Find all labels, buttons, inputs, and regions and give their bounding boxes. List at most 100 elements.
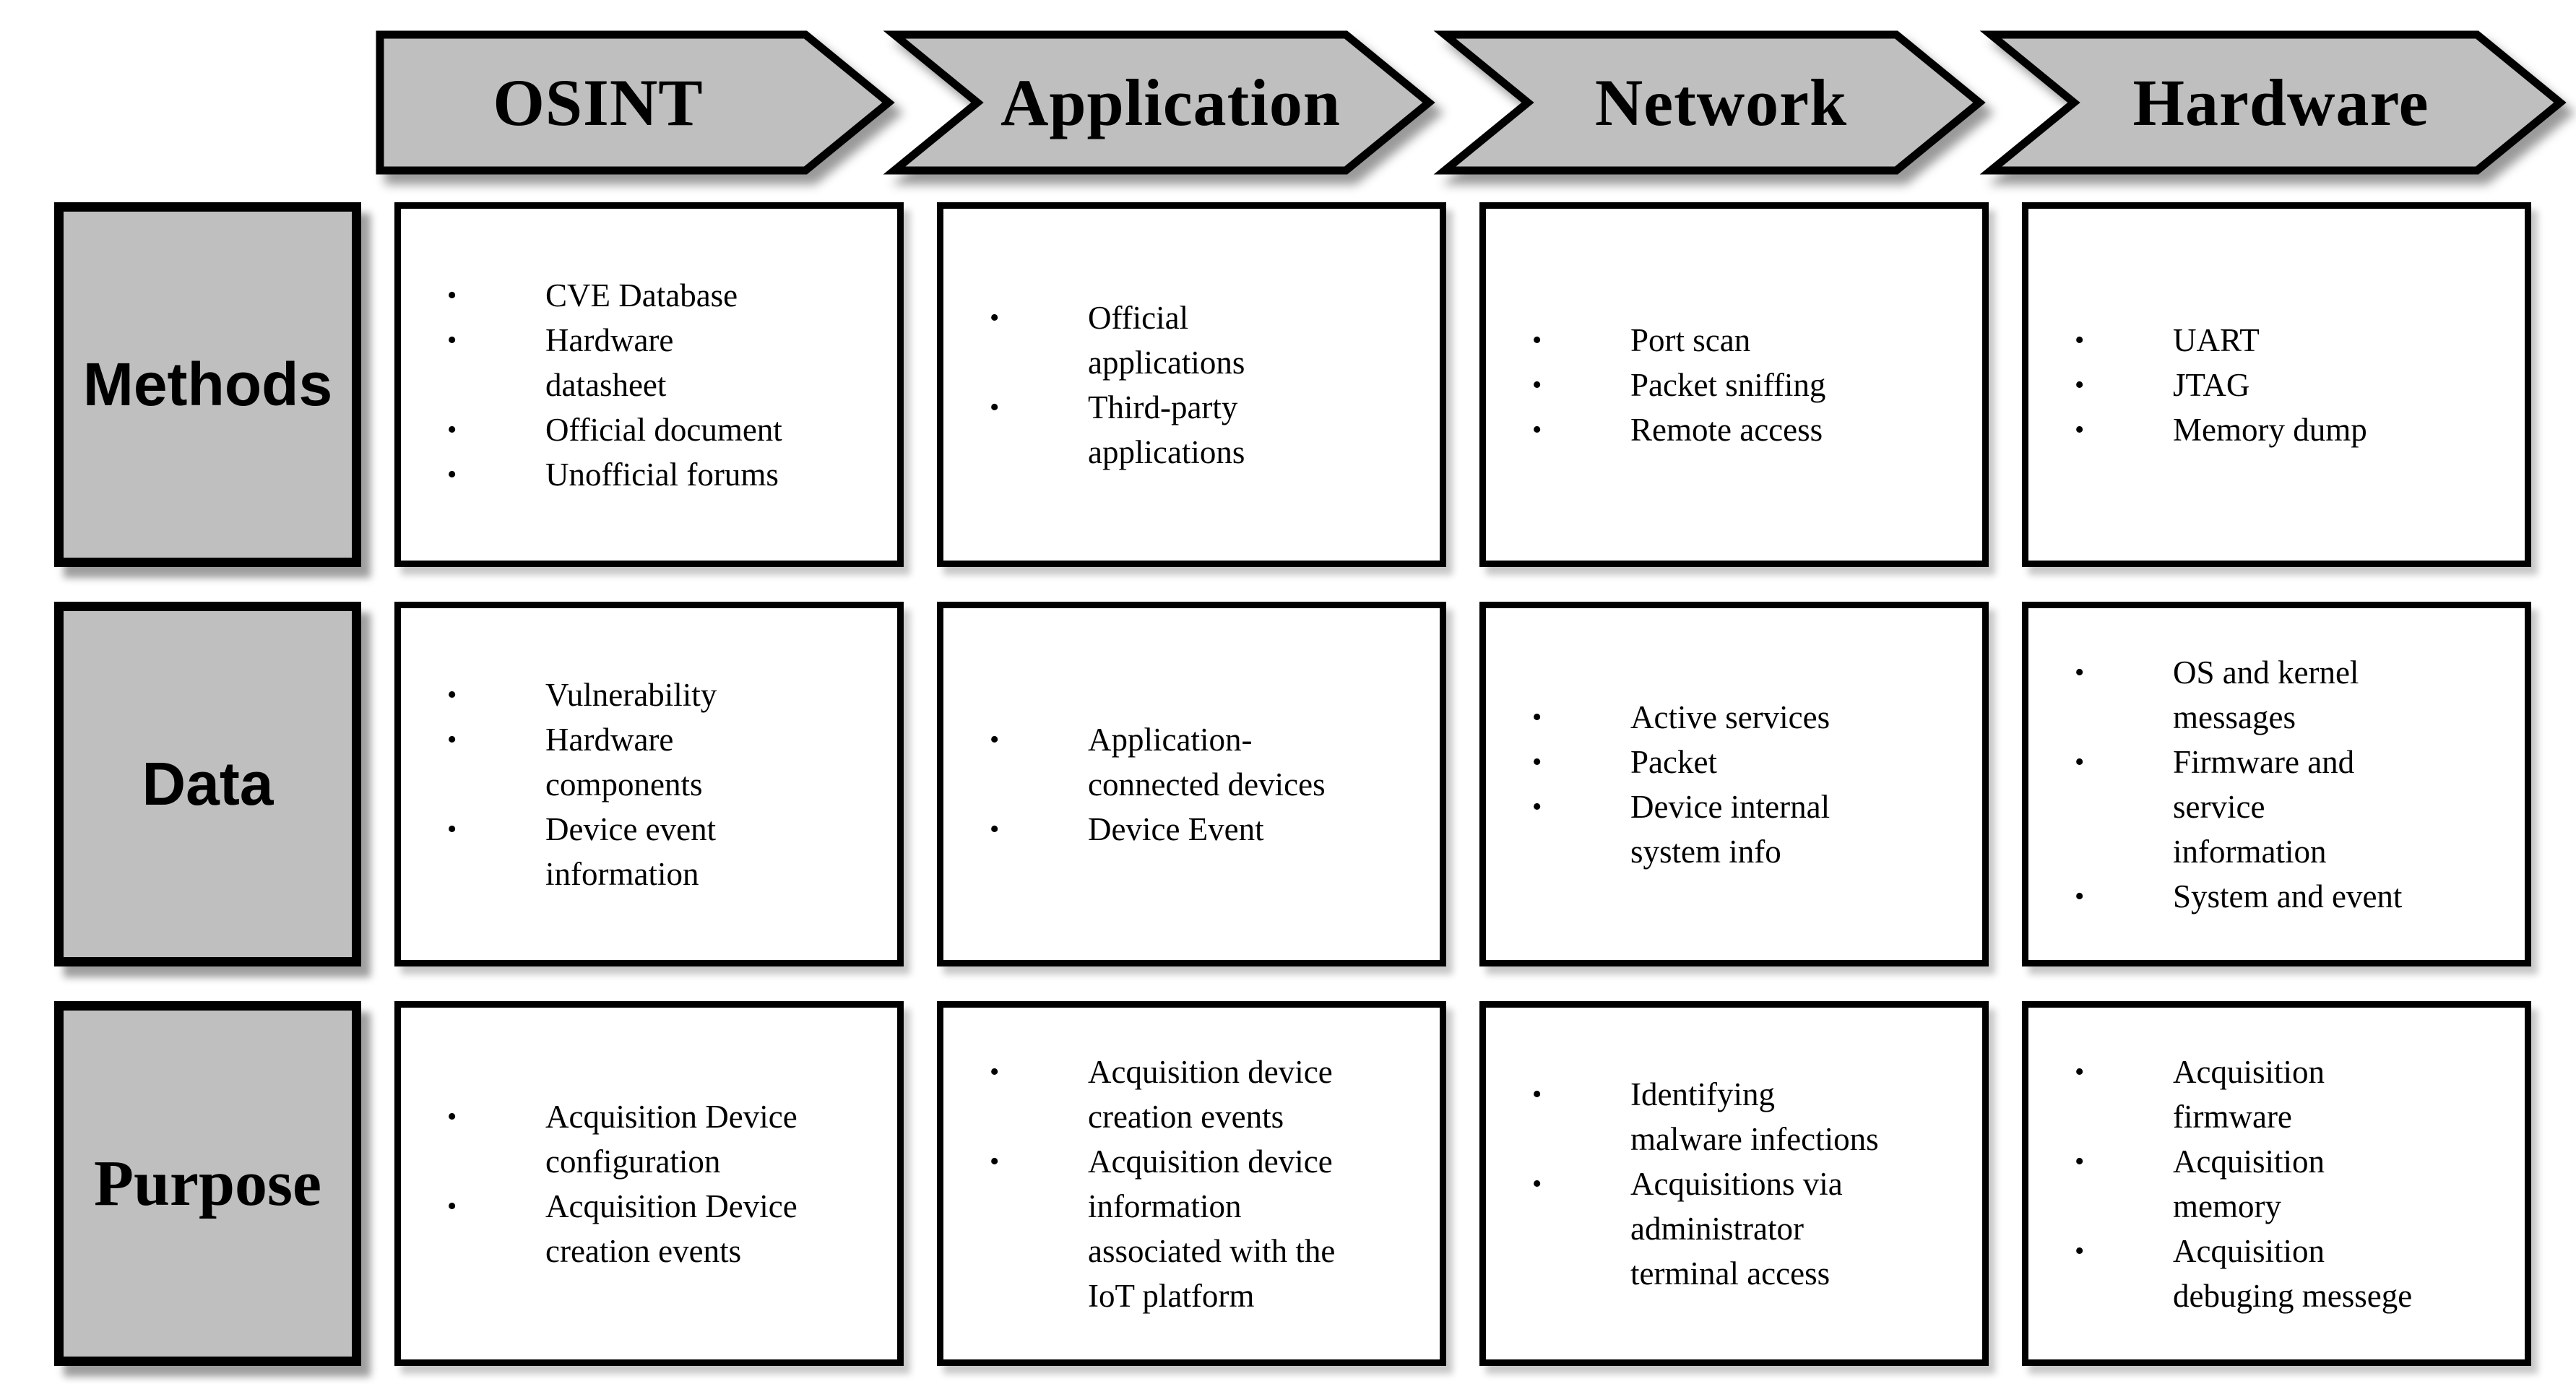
bullet-icon: • [1532, 701, 1542, 732]
bullet-text: OS and kernel messages [2173, 654, 2359, 735]
bullet-item: •Application-connected devices [990, 717, 1432, 807]
chevron-arrow-shape-icon [376, 30, 895, 175]
bullet-text: Official document [545, 411, 782, 448]
bullet-item: •Device event information [447, 807, 890, 896]
row-label-text: Methods [82, 350, 333, 418]
bullet-list: • UART • JTAG •Memory dump [2028, 318, 2525, 452]
bullet-icon: • [2075, 1235, 2085, 1266]
bullet-list: •Official applications •Third-party appl… [943, 295, 1440, 475]
bullet-icon: • [1532, 369, 1542, 400]
cell-methods-network: • Port scan • Packet sniffing • Remote acce… [1479, 202, 1989, 567]
bullet-text: System and event [2173, 878, 2403, 914]
bullet-icon: • [2075, 1056, 2085, 1087]
stage-arrow-application: Application [883, 30, 1435, 175]
bullet-icon: • [1532, 791, 1542, 822]
bullet-text: Acquisition device information associate… [1088, 1143, 1336, 1314]
bullet-text: Acquisition firmware [2173, 1053, 2325, 1135]
bullet-icon: • [2075, 1146, 2085, 1177]
bullet-icon: • [447, 414, 457, 445]
stage-arrow-label: Network [1594, 66, 1848, 139]
bullet-text: Acquisition Device configuration [545, 1098, 798, 1180]
bullet-item: • Packet sniffing [1532, 363, 1975, 407]
bullet-item: • System and event [2075, 874, 2517, 919]
bullet-item: • Acquisition debuging messege [2075, 1229, 2517, 1318]
bullet-text: Device Event [1088, 810, 1264, 847]
bullet-list: •Active services •Packet •Device interna… [1486, 695, 1982, 874]
bullet-list: • Acquisition firmware • Acquisition memor… [2028, 1050, 2525, 1318]
bullet-item: •Active services [1532, 695, 1975, 740]
row-label-data: Data [54, 602, 361, 966]
bullet-list: •Vulnerability •Hardware components •Dev… [401, 672, 897, 896]
bullet-item: • Device internal system info [1532, 784, 1975, 874]
bullet-list: • Port scan • Packet sniffing • Remote acce… [1486, 318, 1982, 452]
bullet-item: • JTAG [2075, 363, 2517, 407]
bullet-icon: • [447, 1190, 457, 1221]
row-label-purpose: Purpose [54, 1001, 361, 1366]
bullet-text: JTAG [2173, 366, 2250, 403]
bullet-list: • Identifying malware infections • Acquisi… [1486, 1072, 1982, 1296]
bullet-icon: • [447, 679, 457, 710]
bullet-icon: • [2075, 324, 2085, 355]
bullet-text: Memory dump [2173, 411, 2367, 448]
bullet-text: Device event information [545, 810, 717, 892]
bullet-icon: • [1532, 414, 1542, 445]
bullet-text: Remote access [1630, 411, 1823, 448]
bullet-icon: • [447, 459, 457, 490]
bullet-icon: • [1532, 1078, 1542, 1110]
bullet-list: •OS and kernel messages •Firmware and se… [2028, 650, 2525, 919]
stage-header-band: OSINT Application Network Hardware [0, 30, 2576, 175]
bullet-item: • Third-party applications [990, 385, 1432, 475]
bullet-item: • Remote access [1532, 407, 1975, 452]
chevron-arrow-shape-icon [883, 30, 1435, 175]
bullet-text: Acquisition debuging messege [2173, 1232, 2413, 1314]
bullet-text: Acquisition device creation events [1088, 1053, 1333, 1135]
bullet-text: Packet sniffing [1630, 366, 1826, 403]
bullet-icon: • [1532, 324, 1542, 355]
bullet-item: • Acquisition Device creation events [447, 1184, 890, 1273]
bullet-list: • Acquisition Device configuration • Acqui… [401, 1094, 897, 1273]
bullet-text: Hardware datasheet [545, 321, 674, 403]
bullet-text: Acquisition Device creation events [545, 1188, 798, 1269]
bullet-item: • Port scan [1532, 318, 1975, 363]
bullet-icon: • [447, 324, 457, 355]
bullet-text: Vulnerability [545, 676, 717, 713]
bullet-text: Hardware components [545, 721, 703, 803]
bullet-list: •CVE Database •Hardware datasheet •Offic… [401, 273, 897, 497]
bullet-item: • Acquisition memory [2075, 1139, 2517, 1229]
bullet-item: • UART [2075, 318, 2517, 363]
bullet-icon: • [990, 392, 1000, 423]
bullet-text: Port scan [1630, 321, 1751, 358]
cell-data-application: •Application-connected devices •Device E… [937, 602, 1446, 966]
bullet-icon: • [2075, 369, 2085, 400]
bullet-icon: • [2075, 657, 2085, 688]
diagram-grid: Methods •CVE Database •Hardware datashee… [54, 202, 2531, 1366]
stage-arrow-hardware: Hardware [1979, 30, 2567, 175]
bullet-icon: • [990, 1056, 1000, 1087]
bullet-icon: • [447, 1101, 457, 1132]
bullet-icon: • [2075, 881, 2085, 912]
stage-arrow-label: Hardware [2132, 66, 2429, 139]
bullet-item: •Firmware and service information [2075, 740, 2517, 874]
bullet-item: • Acquisition Device configuration [447, 1094, 890, 1184]
bullet-icon: • [1532, 1168, 1542, 1199]
bullet-text: Identifying malware infections [1630, 1076, 1879, 1157]
bullet-text: UART [2173, 321, 2260, 358]
cell-data-network: •Active services •Packet •Device interna… [1479, 602, 1989, 966]
chevron-arrow-shape-icon [1979, 30, 2567, 175]
bullet-text: Acquisition memory [2173, 1143, 2325, 1224]
row-label-text: Purpose [94, 1148, 321, 1219]
bullet-item: • Acquisition device creation events [990, 1050, 1432, 1139]
bullet-text: Device internal system info [1630, 788, 1831, 870]
bullet-item: •Acquisition device information associat… [990, 1139, 1432, 1318]
bullet-text: Application-connected devices [1088, 721, 1326, 803]
row-label-text: Data [142, 750, 274, 818]
bullet-icon: • [447, 280, 457, 311]
stage-arrow-network: Network [1433, 30, 1986, 175]
bullet-text: Acquisitions via administrator terminal … [1630, 1165, 1843, 1292]
bullet-text: Third-party applications [1088, 389, 1245, 470]
cell-methods-application: •Official applications •Third-party appl… [937, 202, 1446, 567]
bullet-item: •Memory dump [2075, 407, 2517, 452]
bullet-text: Firmware and service information [2173, 743, 2355, 870]
chevron-arrow-shape-icon [1433, 30, 1986, 175]
